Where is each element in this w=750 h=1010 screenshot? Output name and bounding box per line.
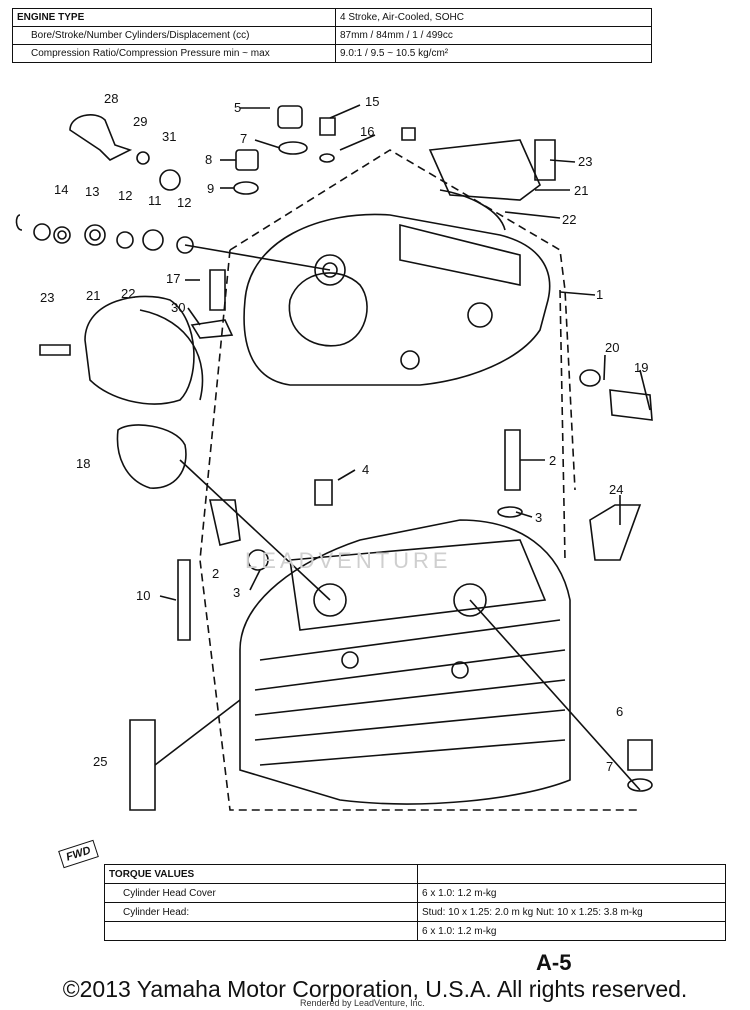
callout-25: 25 (93, 754, 107, 769)
torque-value: 6 x 1.0: 1.2 m-kg (417, 921, 726, 941)
callout-12a: 12 (118, 188, 132, 203)
torque-value: 6 x 1.0: 1.2 m-kg (417, 883, 726, 903)
callout-3b: 3 (233, 585, 240, 600)
callout-20: 20 (605, 340, 619, 355)
callout-11: 11 (148, 193, 162, 208)
callout-21b: 21 (86, 288, 100, 303)
callout-23b: 23 (40, 290, 54, 305)
callout-19: 19 (634, 360, 648, 375)
callout-9: 9 (207, 181, 214, 196)
torque-row: Cylinder Head Cover 6 x 1.0: 1.2 m-kg (104, 883, 726, 903)
callout-2b: 2 (212, 566, 219, 581)
torque-value: Stud: 10 x 1.25: 2.0 m kg Nut: 10 x 1.25… (417, 902, 726, 922)
callout-27: 29 (133, 114, 147, 129)
torque-header-row: TORQUE VALUES (104, 864, 726, 884)
callout-6: 6 (616, 704, 623, 719)
torque-values-table: TORQUE VALUES Cylinder Head Cover 6 x 1.… (104, 864, 726, 941)
spec-value: 9.0:1 / 9.5 ~ 10.5 kg/cm² (335, 44, 652, 63)
callout-12b: 12 (177, 195, 191, 210)
callout-16: 16 (360, 124, 374, 139)
callout-24: 24 (609, 482, 623, 497)
callout-29: 31 (162, 129, 176, 144)
callout-8: 8 (205, 152, 212, 167)
callout-13: 13 (85, 184, 99, 199)
torque-row: Cylinder Head: Stud: 10 x 1.25: 2.0 m kg… (104, 902, 726, 922)
callout-28: 30 (171, 300, 185, 315)
spec-row: Compression Ratio/Compression Pressure m… (12, 44, 652, 63)
callout-22b: 22 (121, 286, 135, 301)
page-number: A-5 (536, 950, 572, 975)
torque-header: TORQUE VALUES (104, 864, 418, 884)
callout-14: 14 (54, 182, 68, 197)
callout-18: 18 (76, 456, 90, 471)
callout-17: 17 (166, 271, 180, 286)
engine-spec-table: ENGINE TYPE 4 Stroke, Air-Cooled, SOHC B… (12, 8, 652, 63)
torque-row: 6 x 1.0: 1.2 m-kg (104, 921, 726, 941)
callout-7a: 7 (240, 131, 247, 146)
watermark: LEADVENTURE (245, 548, 452, 573)
copyright-notice: ©2013 Yamaha Motor Corporation, U.S.A. A… (62, 976, 688, 1002)
callout-10: 10 (136, 588, 150, 603)
callout-26: 28 (104, 91, 118, 106)
torque-label (104, 921, 418, 941)
torque-label: Cylinder Head: (104, 902, 418, 922)
callout-1: 1 (596, 287, 603, 302)
torque-header-spacer (417, 864, 726, 884)
callout-4: 4 (362, 462, 369, 477)
callout-2a: 2 (549, 453, 556, 468)
callout-23a: 23 (578, 154, 592, 169)
torque-label: Cylinder Head Cover (104, 883, 418, 903)
rendered-by-credit: Rendered by LeadVenture, Inc. (300, 998, 425, 1008)
spec-row: ENGINE TYPE 4 Stroke, Air-Cooled, SOHC (12, 8, 652, 27)
callout-3a: 3 (535, 510, 542, 525)
callout-22a: 22 (562, 212, 576, 227)
callout-5: 5 (234, 100, 241, 115)
spec-row: Bore/Stroke/Number Cylinders/Displacemen… (12, 26, 652, 45)
callout-15: 15 (365, 94, 379, 109)
callout-7b: 7 (606, 759, 613, 774)
callout-21a: 21 (574, 183, 588, 198)
